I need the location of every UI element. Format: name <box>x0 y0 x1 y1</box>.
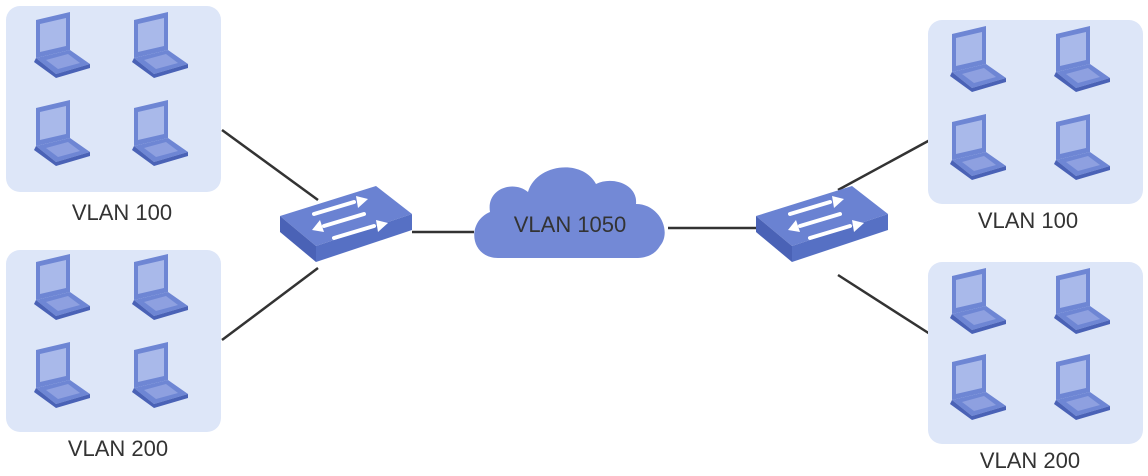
cloud-label: VLAN 1050 <box>514 212 627 237</box>
link-right-switch-right-top-group <box>837 138 931 192</box>
group-label: VLAN 100 <box>72 200 172 225</box>
cloud-icon: VLAN 1050 <box>474 167 665 258</box>
group-right-bottom: VLAN 200 <box>928 262 1143 473</box>
group-label: VLAN 200 <box>68 436 168 461</box>
switch-icon <box>754 184 890 264</box>
group-label: VLAN 100 <box>978 208 1078 233</box>
connection-lines <box>221 128 931 341</box>
link-left-bottom-group-switch <box>221 267 319 341</box>
group-left-bottom: VLAN 200 <box>6 250 221 461</box>
link-left-top-group-switch <box>221 128 319 202</box>
group-label: VLAN 200 <box>980 448 1080 473</box>
group-left-top: VLAN 100 <box>6 6 221 225</box>
switch-icon <box>278 184 414 264</box>
group-right-top: VLAN 100 <box>928 20 1143 233</box>
link-right-switch-right-bottom-group <box>837 273 931 336</box>
